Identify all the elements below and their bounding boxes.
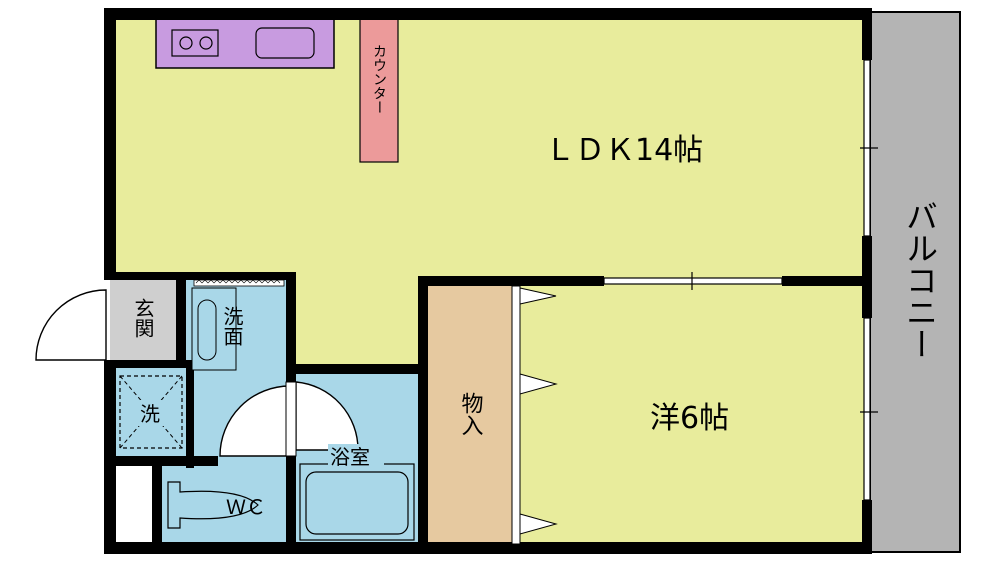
wall-toilet-left	[152, 456, 162, 552]
toilet-icon	[167, 481, 259, 529]
wall-right-bottom	[862, 500, 872, 554]
bath-door-gap	[285, 381, 297, 457]
basin-icon	[197, 299, 217, 361]
entrance-label: 玄関	[131, 298, 155, 338]
balcony-window-lower	[860, 317, 878, 501]
wall-wash-top	[176, 272, 296, 280]
wall-wash-right	[286, 274, 296, 382]
ldk-label: ＬＤＫ14帖	[545, 133, 703, 168]
washer-diagonal	[119, 375, 183, 449]
burner-icon	[179, 36, 193, 50]
sliding-door	[603, 272, 783, 290]
wall-top	[104, 8, 872, 20]
kitchen-unit	[155, 17, 335, 69]
curtain-zigzag	[195, 279, 281, 284]
bath-label: 浴室	[330, 445, 370, 469]
entrance-area	[110, 278, 178, 364]
sink-icon	[255, 27, 315, 59]
wall-ldk-western-right	[782, 276, 870, 286]
washer-label-bg	[136, 400, 166, 426]
washer-label: 洗	[140, 402, 160, 426]
balcony-area	[869, 11, 961, 553]
ldk-lower-area	[290, 270, 418, 370]
washbasin-label: 洗面	[220, 306, 244, 346]
balcony-label: バルコニー	[901, 200, 939, 360]
wall-ldk-western	[418, 276, 604, 286]
wall-right-top	[862, 8, 872, 60]
shoe-storage	[110, 462, 154, 546]
entrance-door-swing	[35, 289, 107, 361]
counter-label: カウンター	[371, 44, 387, 114]
curtain-rail	[193, 279, 285, 287]
toilet-label: ＷＣ	[226, 495, 266, 519]
wall-bath-left	[286, 456, 296, 552]
bathtub-inner	[305, 471, 409, 535]
closet-label: 物入	[458, 392, 484, 436]
wall-washer-right	[186, 360, 194, 468]
counter	[359, 17, 399, 163]
closet-door-marks	[511, 285, 558, 545]
western-room	[512, 284, 870, 546]
wall-bath-top	[286, 364, 426, 374]
burner-icon	[199, 36, 213, 50]
closet-area	[428, 284, 512, 546]
wall-bottom	[104, 542, 872, 554]
wall-washer-top	[104, 360, 186, 368]
wall-closet-left	[418, 276, 428, 552]
wall-left-upper	[104, 8, 116, 280]
wall-entrance-right	[176, 272, 186, 368]
washer-diagonal	[119, 375, 183, 449]
bathtub	[299, 463, 415, 541]
bath-label-bg	[328, 444, 384, 468]
western-label: 洋6帖	[650, 401, 729, 436]
balcony-window-upper	[860, 59, 878, 237]
stove-icon	[171, 29, 219, 57]
washer-pan	[119, 375, 183, 449]
wall-entrance-top	[104, 272, 184, 280]
